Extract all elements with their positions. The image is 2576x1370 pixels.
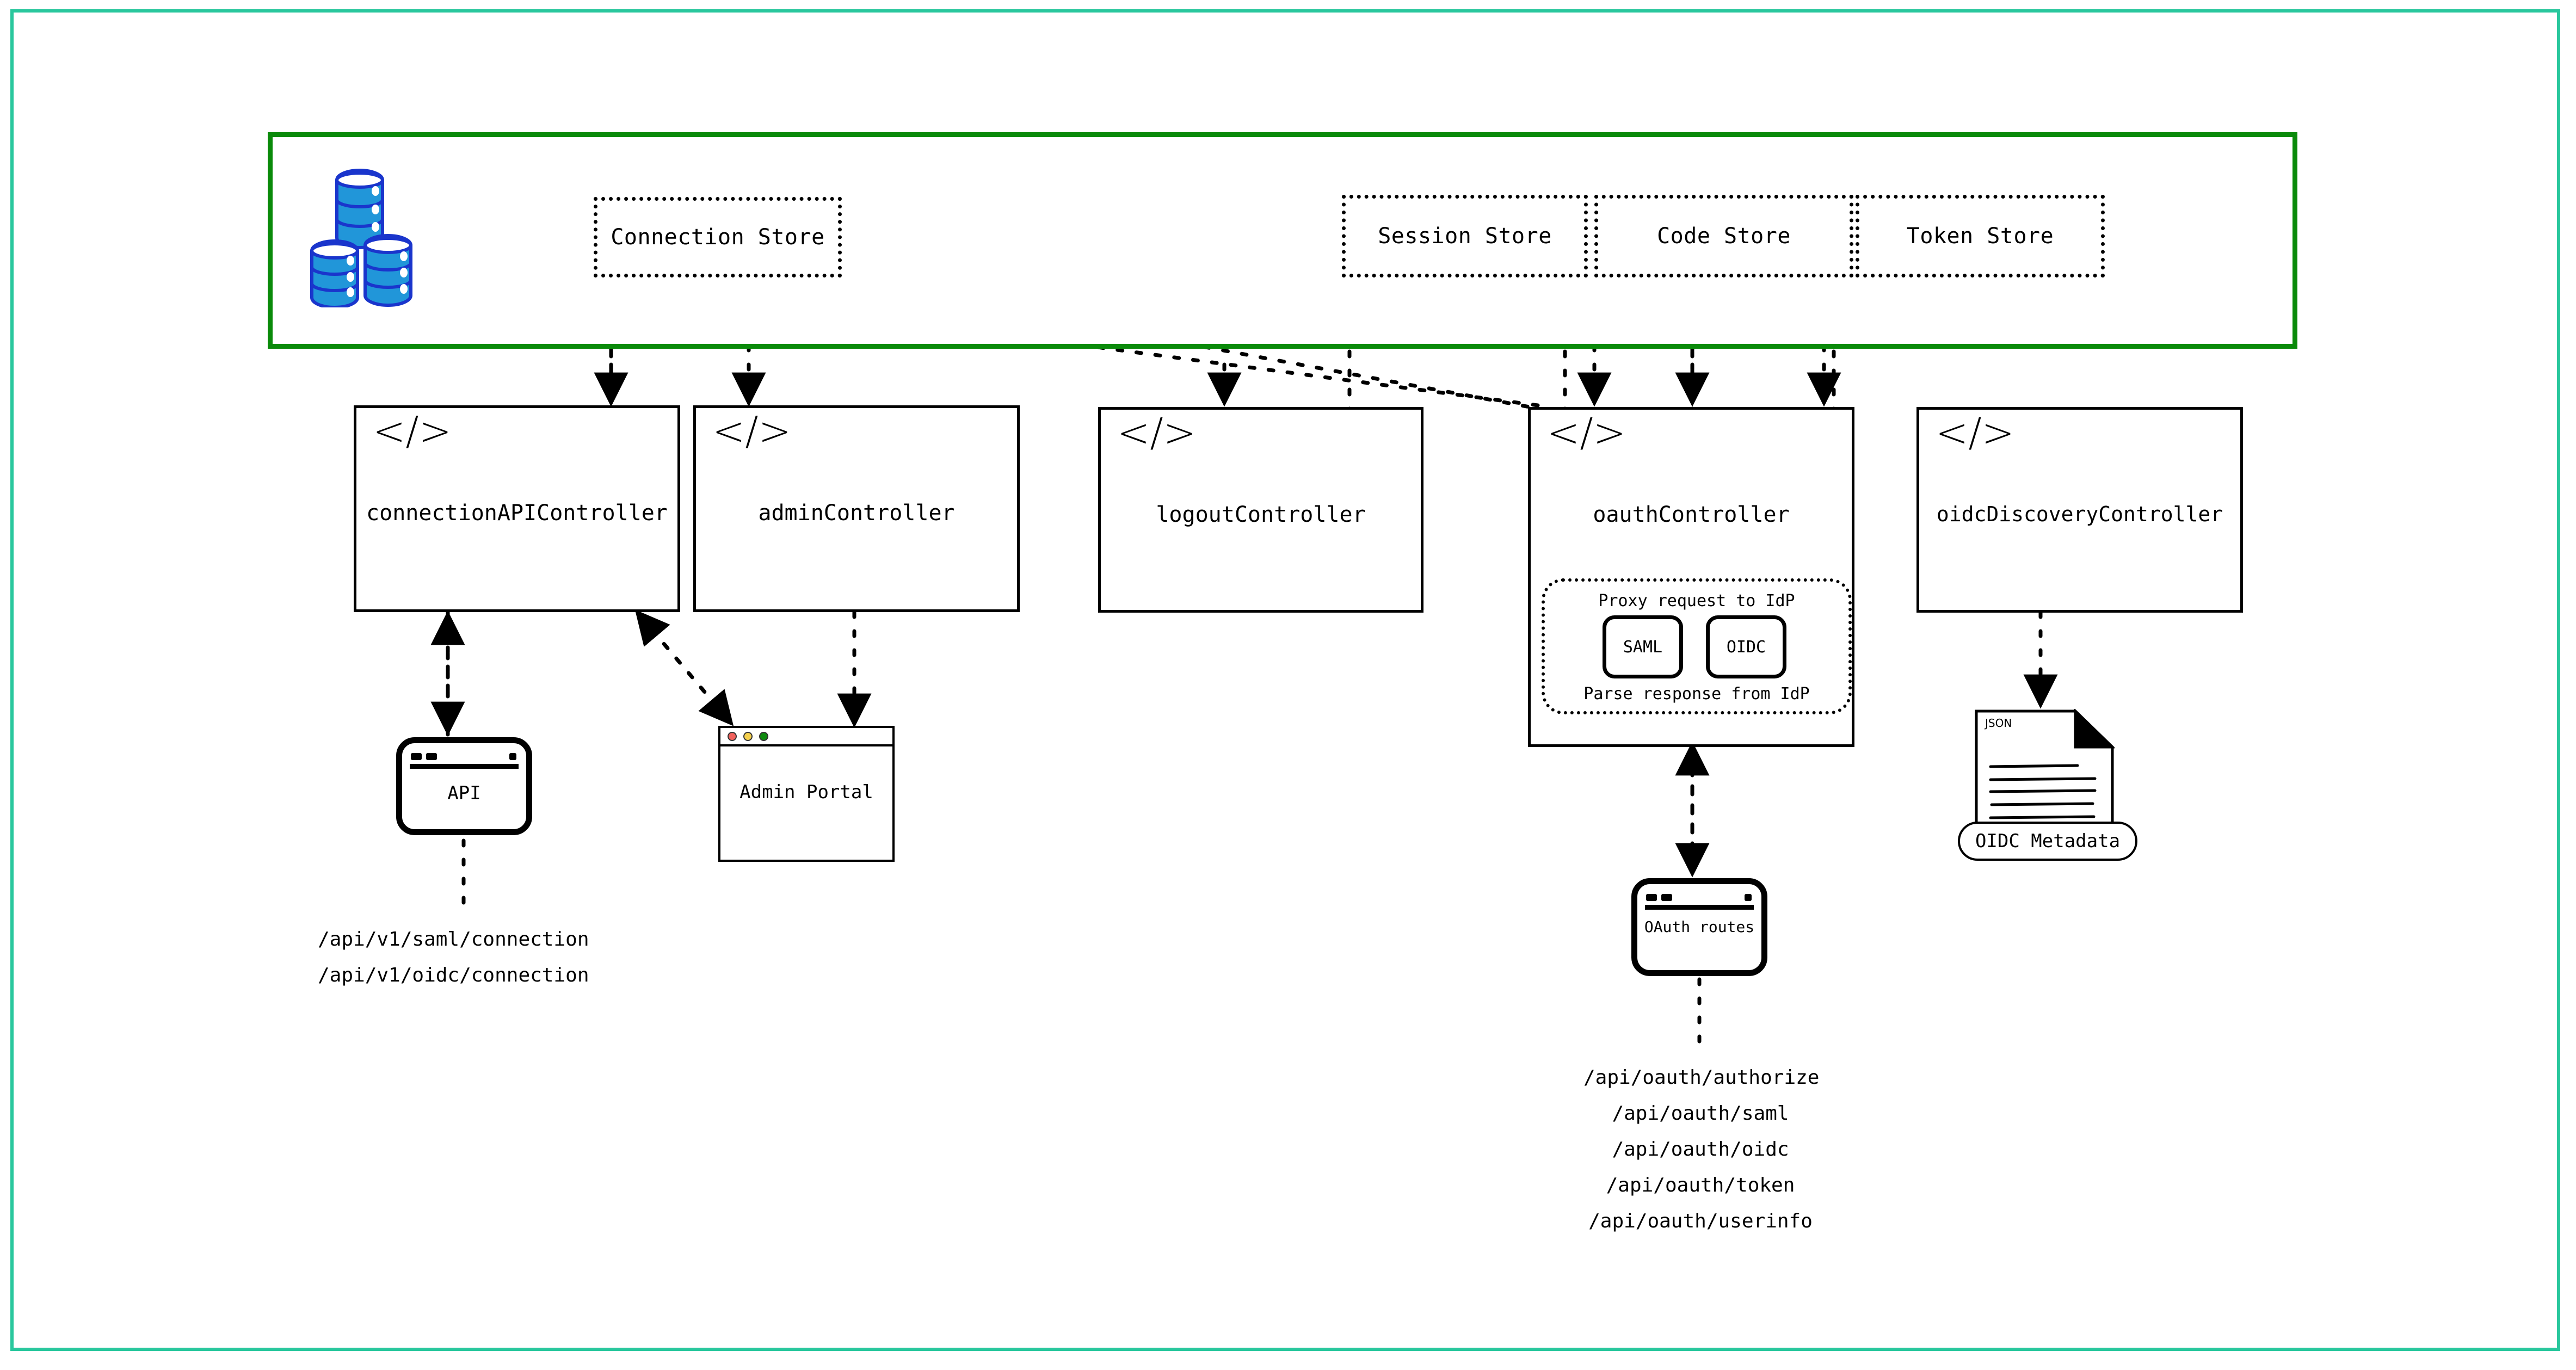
api-node-label: API (447, 782, 481, 804)
browser-titlebar (720, 728, 892, 746)
device-titlebar-line (1645, 905, 1754, 910)
controller-label-oidc-discovery: oidcDiscoveryController (1936, 502, 2223, 526)
code-brackets-icon: </> (1117, 410, 1196, 455)
device-titlebar-line (410, 764, 519, 769)
store-label-code: Code Store (1657, 224, 1791, 249)
store-box-code[interactable]: Code Store (1594, 195, 1853, 277)
store-label-session: Session Store (1378, 224, 1552, 249)
parse-response-label: Parse response from IdP (1583, 684, 1810, 703)
store-label-token: Token Store (1906, 224, 2054, 249)
code-brackets-icon: </> (1936, 410, 2014, 455)
api-device-icon[interactable]: API (396, 737, 532, 835)
endpoint-item: /api/oauth/userinfo (1588, 1210, 1813, 1232)
oauth-routes-label: OAuth routes (1644, 918, 1755, 936)
controller-oidc-discovery[interactable]: </> oidcDiscoveryController (1916, 407, 2243, 613)
code-brackets-icon: </> (1547, 410, 1626, 455)
endpoint-item: /api/v1/oidc/connection (318, 964, 589, 986)
proxy-request-label: Proxy request to IdP (1598, 591, 1795, 610)
controller-logout[interactable]: </> logoutController (1098, 407, 1423, 613)
code-brackets-icon: </> (712, 408, 791, 454)
controller-label-connection-api: connectionAPIController (366, 501, 668, 526)
controller-label-oauth: oauthController (1593, 502, 1790, 527)
data-stores-container (268, 132, 2297, 349)
controller-admin[interactable]: </> adminController (693, 405, 1020, 612)
controller-connection-api[interactable]: </> connectionAPIController (354, 405, 680, 612)
json-doc-type-label: JSON (1985, 717, 2012, 730)
database-stack-icon (307, 166, 433, 309)
oidc-metadata-pill[interactable]: OIDC Metadata (1958, 822, 2137, 861)
device-dot-1 (411, 753, 422, 760)
traffic-light-red[interactable] (728, 731, 737, 741)
protocol-chip-saml[interactable]: SAML (1603, 615, 1683, 678)
protocol-chip-oidc[interactable]: OIDC (1706, 615, 1786, 678)
controller-label-logout: logoutController (1156, 502, 1366, 527)
controller-oauth[interactable]: </> oauthController Proxy request to IdP… (1528, 407, 1854, 747)
device-dot-2 (1661, 894, 1672, 901)
oidc-metadata-label: OIDC Metadata (1975, 830, 2121, 852)
oauth-idp-proxy-group: Proxy request to IdP SAML OIDC Parse res… (1542, 578, 1852, 714)
store-box-connection[interactable]: Connection Store (594, 197, 842, 277)
protocol-label-oidc: OIDC (1726, 637, 1766, 657)
store-box-token[interactable]: Token Store (1856, 195, 2105, 277)
endpoint-item: /api/v1/saml/connection (318, 928, 589, 951)
traffic-light-yellow[interactable] (743, 731, 753, 741)
device-dot-3 (509, 753, 516, 760)
device-dot-1 (1646, 894, 1657, 901)
device-dot-3 (1745, 894, 1752, 901)
oauth-endpoints-list: /api/oauth/authorize /api/oauth/saml /ap… (1583, 1060, 1820, 1239)
traffic-light-green[interactable] (759, 731, 768, 741)
code-brackets-icon: </> (373, 408, 452, 454)
connection-endpoints-list: /api/v1/saml/connection /api/v1/oidc/con… (318, 922, 589, 993)
protocol-label-saml: SAML (1623, 637, 1663, 657)
admin-portal-label: Admin Portal (739, 781, 873, 803)
store-box-session[interactable]: Session Store (1342, 195, 1588, 277)
controller-label-admin: adminController (758, 501, 955, 526)
oauth-routes-icon[interactable]: OAuth routes (1631, 878, 1767, 976)
outer-frame (10, 9, 2560, 1351)
endpoint-item: /api/oauth/token (1606, 1174, 1795, 1196)
endpoint-item: /api/oauth/saml (1612, 1102, 1789, 1125)
endpoint-item: /api/oauth/authorize (1583, 1066, 1820, 1089)
store-label-connection: Connection Store (611, 225, 825, 250)
browser-window-admin-portal[interactable]: Admin Portal (718, 726, 895, 862)
device-dot-2 (426, 753, 437, 760)
json-document-icon[interactable]: JSON (1974, 708, 2116, 850)
endpoint-item: /api/oauth/oidc (1612, 1138, 1789, 1161)
